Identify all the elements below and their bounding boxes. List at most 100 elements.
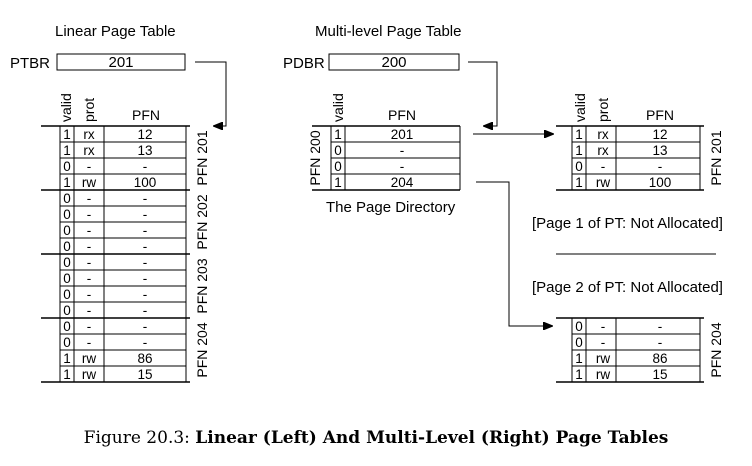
linear-title: Linear Page Table — [55, 23, 176, 40]
linear-cell-prot: rx — [83, 143, 94, 158]
linear-cell-prot: - — [87, 303, 92, 318]
linear-cell-prot: - — [87, 335, 92, 350]
linear-cell-prot: - — [87, 255, 92, 270]
linear-cell-prot: rw — [82, 367, 96, 382]
page204-cell-pfn: - — [658, 319, 663, 334]
directory-page-label: PFN 200 — [307, 130, 323, 185]
linear-cell-valid: 0 — [63, 303, 71, 318]
page204-cell-valid: 1 — [575, 351, 583, 366]
page201-cell-prot: rx — [597, 127, 608, 142]
linear-cell-pfn: 100 — [134, 175, 157, 190]
page204-cell-prot: - — [601, 335, 606, 350]
linear-cell-valid: 0 — [63, 239, 71, 254]
linear-cell-pfn: 12 — [137, 127, 152, 142]
ptbr-label: PTBR — [10, 55, 50, 72]
linear-page-label: PFN 204 — [194, 322, 210, 377]
figure-caption: Figure 20.3: Linear (Left) And Multi-Lev… — [84, 428, 669, 448]
directory-cell-valid: 1 — [334, 175, 342, 190]
linear-cell-valid: 0 — [63, 223, 71, 238]
page204-cell-pfn: - — [658, 335, 663, 350]
page204-cell-pfn: 15 — [652, 367, 667, 382]
page204-cell-prot: rw — [596, 367, 610, 382]
linear-header-valid: valid — [58, 93, 74, 122]
page204-cell-prot: rw — [596, 351, 610, 366]
linear-cell-pfn: - — [143, 255, 148, 270]
linear-cell-pfn: - — [143, 319, 148, 334]
page201-cell-valid: 1 — [575, 175, 583, 190]
directory-cell-pfn: 201 — [391, 127, 414, 142]
linear-cell-pfn: - — [143, 303, 148, 318]
linear-cell-pfn: 13 — [137, 143, 152, 158]
linear-cell-pfn: - — [143, 223, 148, 238]
caption-prefix: Figure 20.3: — [84, 428, 190, 448]
directory-cell-valid: 0 — [334, 159, 342, 174]
linear-cell-pfn: - — [143, 239, 148, 254]
linear-cell-prot: rx — [83, 127, 94, 142]
linear-cell-pfn: - — [143, 191, 148, 206]
linear-cell-prot: rw — [82, 351, 96, 366]
directory-cell-valid: 1 — [334, 127, 342, 142]
linear-cell-prot: - — [87, 159, 92, 174]
directory-caption: The Page Directory — [326, 199, 456, 216]
not-allocated-page1: [Page 1 of PT: Not Allocated] — [532, 215, 723, 232]
linear-cell-valid: 0 — [63, 319, 71, 334]
page204-cell-valid: 1 — [575, 367, 583, 382]
directory-header-pfn: PFN — [388, 107, 416, 123]
linear-cell-valid: 0 — [63, 255, 71, 270]
linear-cell-pfn: - — [143, 271, 148, 286]
pdbr-label: PDBR — [283, 55, 325, 72]
linear-header-prot: prot — [81, 98, 97, 122]
linear-cell-prot: - — [87, 319, 92, 334]
linear-cell-valid: 0 — [63, 287, 71, 302]
page201-cell-pfn: 100 — [649, 175, 672, 190]
page201-cell-pfn: 13 — [652, 143, 667, 158]
pdbr-value: 200 — [381, 54, 406, 71]
linear-header-pfn: PFN — [132, 107, 160, 123]
page201-header-pfn: PFN — [646, 107, 674, 123]
page201-cell-pfn: - — [658, 159, 663, 174]
linear-page-label: PFN 203 — [194, 258, 210, 313]
pdbr-arrow — [468, 61, 498, 126]
page204-cell-valid: 0 — [575, 335, 583, 350]
linear-cell-valid: 0 — [63, 159, 71, 174]
page201-header-valid: valid — [572, 93, 588, 122]
linear-cell-prot: - — [87, 223, 92, 238]
page204-cell-pfn: 86 — [652, 351, 667, 366]
linear-page-label: PFN 202 — [194, 194, 210, 249]
page201-headers: valid prot PFN — [572, 93, 674, 123]
page204-page-label: PFN 204 — [708, 322, 724, 377]
linear-cell-valid: 1 — [63, 367, 71, 382]
linear-cell-pfn: 86 — [137, 351, 152, 366]
page204-cell-prot: - — [601, 319, 606, 334]
directory-cell-pfn: - — [400, 159, 405, 174]
multilevel-title: Multi-level Page Table — [315, 23, 461, 40]
linear-cell-prot: - — [87, 239, 92, 254]
linear-cell-valid: 0 — [63, 335, 71, 350]
page201-cell-pfn: 12 — [652, 127, 667, 142]
ptbr-value: 201 — [108, 54, 133, 71]
page201-page-label: PFN 201 — [708, 130, 724, 185]
not-allocated-page2: [Page 2 of PT: Not Allocated] — [532, 279, 723, 296]
linear-cell-prot: - — [87, 287, 92, 302]
page201-cell-prot: rx — [597, 143, 608, 158]
directory-header-valid: valid — [330, 93, 346, 122]
linear-cell-valid: 1 — [63, 351, 71, 366]
page204-cell-valid: 0 — [575, 319, 583, 334]
linear-cell-pfn: - — [143, 335, 148, 350]
linear-cell-valid: 0 — [63, 271, 71, 286]
directory-headers: valid PFN — [330, 93, 416, 123]
linear-cell-pfn: - — [143, 287, 148, 302]
linear-page-label: PFN 201 — [194, 130, 210, 185]
linear-cell-prot: rw — [82, 175, 96, 190]
page201-cell-prot: rw — [596, 175, 610, 190]
directory-cell-valid: 0 — [334, 143, 342, 158]
page201-cell-valid: 1 — [575, 143, 583, 158]
linear-table-headers: valid prot PFN — [58, 93, 160, 123]
linear-cell-pfn: - — [143, 207, 148, 222]
linear-cell-pfn: 15 — [137, 367, 152, 382]
